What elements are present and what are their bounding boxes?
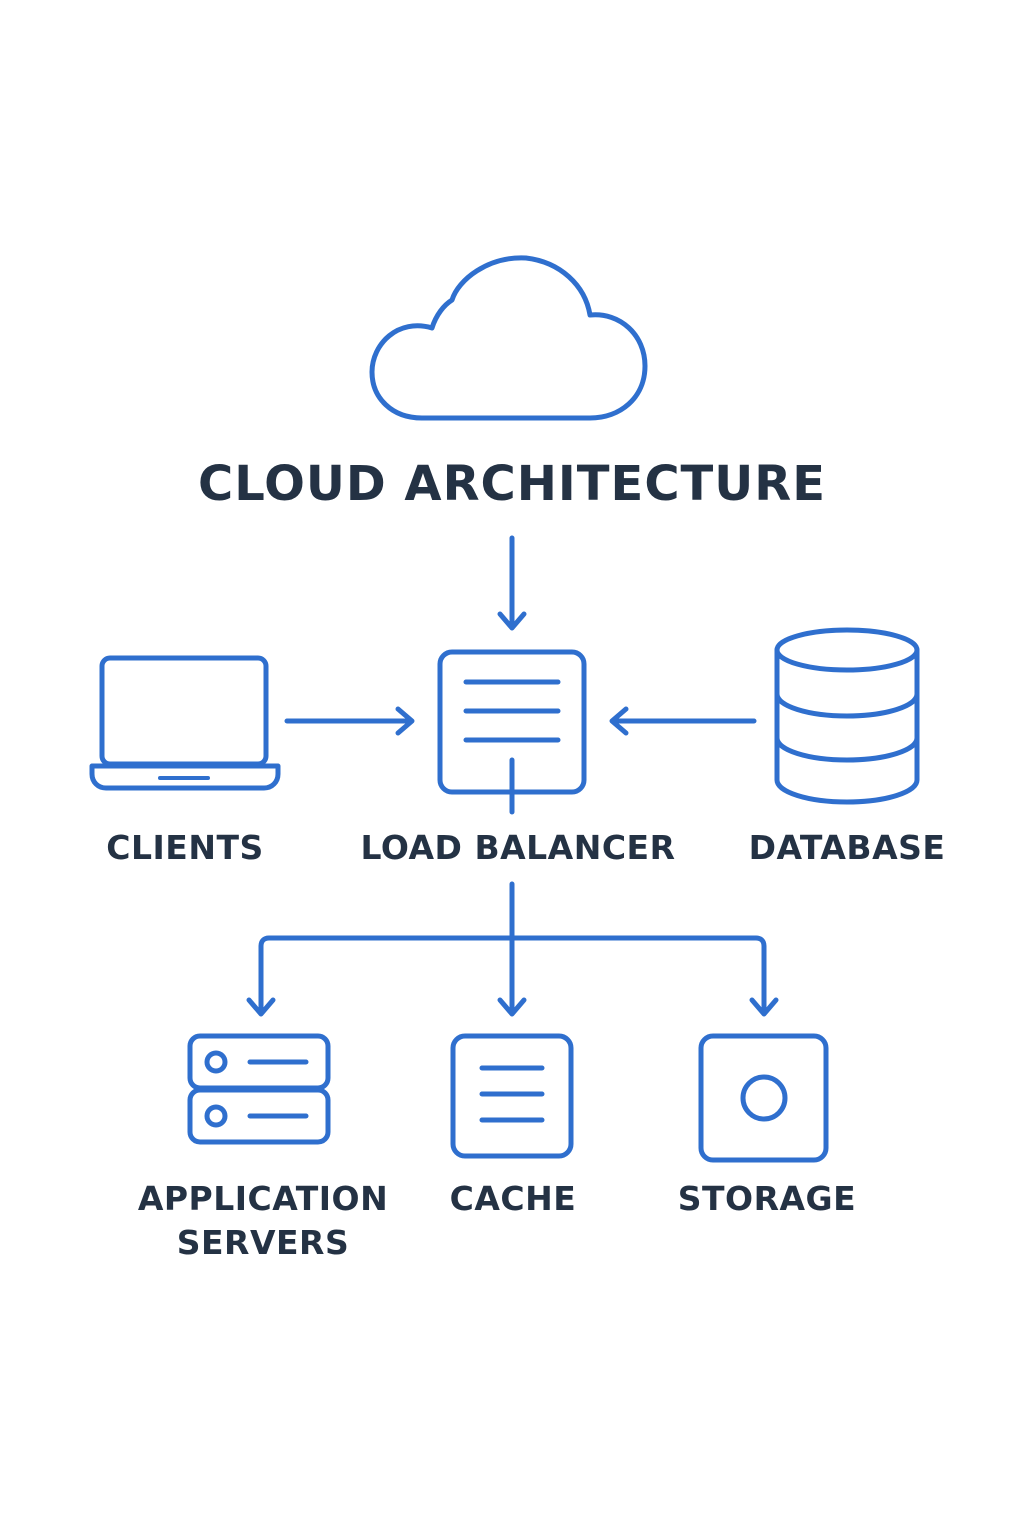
- cloud-icon: [369, 255, 648, 421]
- branch-connectors: [258, 881, 767, 1013]
- storage-label: STORAGE: [677, 1179, 857, 1218]
- application-servers-label-line1: APPLICATION: [137, 1179, 389, 1218]
- server-stack-icon: [187, 1033, 331, 1145]
- application-servers-label-line2: SERVERS: [176, 1223, 350, 1262]
- arrow-to-application-servers: [246, 997, 276, 1017]
- storage-icon: [698, 1033, 829, 1163]
- diagram-title: CLOUD ARCHITECTURE: [197, 456, 827, 512]
- arrow-database-to-load-balancer: [609, 706, 757, 736]
- database-label: DATABASE: [748, 828, 946, 867]
- load-balancer-icon: [437, 649, 587, 815]
- arrow-to-storage: [749, 997, 779, 1017]
- arrow-to-cache: [497, 997, 527, 1017]
- cache-icon: [450, 1033, 574, 1159]
- clients-label: CLIENTS: [106, 828, 264, 867]
- application-servers-label: APPLICATION SERVERS: [123, 1177, 403, 1265]
- arrow-clients-to-load-balancer: [284, 706, 415, 736]
- load-balancer-label: LOAD BALANCER: [360, 828, 676, 867]
- cache-label: CACHE: [449, 1179, 577, 1218]
- laptop-icon: [89, 655, 281, 791]
- database-icon: [774, 627, 920, 805]
- arrow-cloud-to-load-balancer: [497, 535, 527, 631]
